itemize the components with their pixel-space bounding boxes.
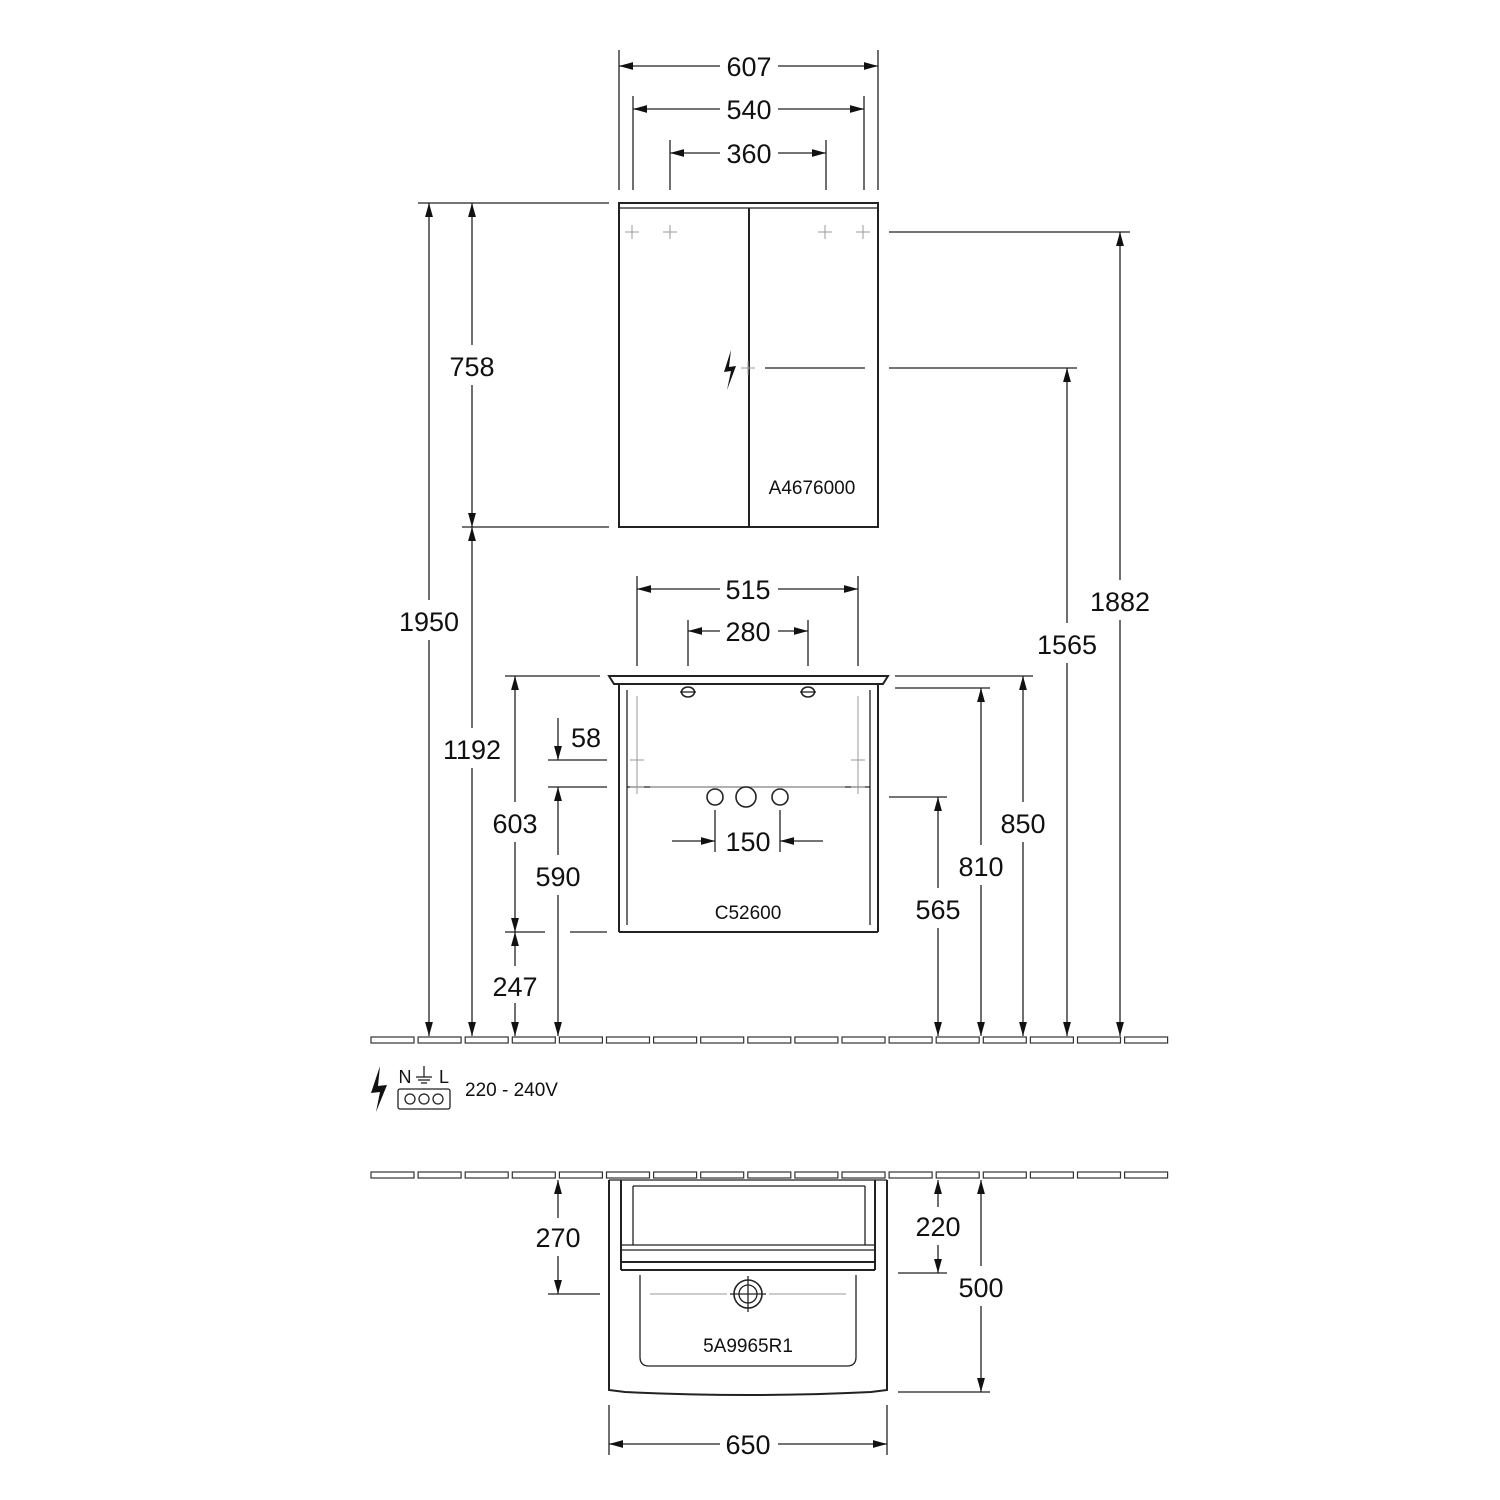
tile xyxy=(794,1171,839,1179)
dim-1950: 1950 xyxy=(399,607,459,637)
electrical-connection: N L 220 - 240V xyxy=(371,1066,558,1112)
tile xyxy=(1123,1036,1169,1044)
tile xyxy=(747,1171,792,1179)
tile xyxy=(1123,1171,1169,1179)
dim-150: 150 xyxy=(725,827,770,857)
mirror-cabinet-label: A4676000 xyxy=(769,478,856,499)
washbasin-plan: 5A9965R1 xyxy=(608,1179,888,1396)
dim-150-group: 150 xyxy=(672,810,823,857)
lightning-icon xyxy=(371,1066,387,1112)
dim-565: 565 xyxy=(915,895,960,925)
mounting-crosses xyxy=(625,225,870,375)
tile xyxy=(417,1171,462,1179)
dim-650: 650 xyxy=(725,1430,770,1460)
tile xyxy=(605,1036,651,1044)
terminal-l: L xyxy=(439,1067,449,1087)
dim-280: 280 xyxy=(725,617,770,647)
tile xyxy=(982,1036,1027,1044)
tile xyxy=(1029,1171,1075,1179)
dim-500: 500 xyxy=(958,1273,1003,1303)
dim-360: 360 xyxy=(726,139,771,169)
tile xyxy=(1029,1036,1075,1044)
tile xyxy=(511,1171,556,1179)
dim-58: 58 xyxy=(571,723,601,753)
dim-515: 515 xyxy=(725,575,770,605)
tile xyxy=(464,1036,509,1044)
tile xyxy=(370,1036,415,1044)
tile xyxy=(511,1036,556,1044)
tile xyxy=(841,1171,886,1179)
wall-tiles-plan xyxy=(370,1171,1169,1179)
top-width-dimensions: 607 540 360 xyxy=(618,50,879,190)
dim-270: 270 xyxy=(535,1223,580,1253)
mirror-cabinet: A4676000 xyxy=(618,202,879,528)
tile xyxy=(558,1171,604,1179)
tile xyxy=(605,1171,651,1179)
dim-850: 850 xyxy=(1000,809,1045,839)
dim-540: 540 xyxy=(726,95,771,125)
dim-220: 220 xyxy=(915,1212,960,1242)
tile xyxy=(652,1171,698,1179)
washbasin-label: 5A9965R1 xyxy=(703,1336,793,1357)
tile xyxy=(1076,1036,1122,1044)
dim-1882: 1882 xyxy=(1090,587,1150,617)
dim-810: 810 xyxy=(958,852,1003,882)
floor-tiles-front xyxy=(370,1036,1169,1044)
dim-607: 607 xyxy=(726,52,771,82)
dim-1565: 1565 xyxy=(1037,630,1097,660)
tile xyxy=(935,1171,980,1179)
tile xyxy=(888,1171,933,1179)
tile xyxy=(370,1171,415,1179)
right-vertical-dimensions: 1882 1565 850 810 565 xyxy=(889,231,1150,1036)
vanity-unit-label: C52600 xyxy=(715,903,782,924)
basin-mounting-holes xyxy=(680,686,816,698)
tile xyxy=(841,1036,886,1044)
vanity-width-dimensions: 515 280 xyxy=(636,575,859,666)
voltage-label: 220 - 240V xyxy=(465,1080,558,1101)
ground-icon xyxy=(416,1066,432,1084)
terminal-n: N xyxy=(399,1067,412,1087)
tile xyxy=(652,1036,698,1044)
terminal-block xyxy=(397,1088,451,1110)
drain-icon xyxy=(730,1276,766,1312)
dim-590: 590 xyxy=(535,862,580,892)
tile xyxy=(982,1171,1027,1179)
lightning-icon xyxy=(724,350,736,390)
tile xyxy=(935,1036,980,1044)
tile xyxy=(464,1171,509,1179)
dim-1192: 1192 xyxy=(443,735,501,765)
plan-dimensions: 270 220 500 650 xyxy=(535,1180,1004,1460)
drain-holes xyxy=(706,786,789,808)
tile xyxy=(888,1036,933,1044)
tile xyxy=(558,1036,604,1044)
dim-603: 603 xyxy=(492,809,537,839)
tile xyxy=(747,1036,792,1044)
vanity-hidden-lines xyxy=(630,696,865,794)
tile xyxy=(417,1036,462,1044)
tile xyxy=(1076,1171,1122,1179)
dim-247: 247 xyxy=(492,972,537,1002)
tile xyxy=(794,1036,839,1044)
tile xyxy=(700,1171,745,1179)
tile xyxy=(700,1036,745,1044)
dim-758: 758 xyxy=(449,352,494,382)
vanity-unit: C52600 xyxy=(607,675,890,933)
left-vertical-dimensions: 1950 758 1192 603 58 590 247 xyxy=(399,202,609,1036)
